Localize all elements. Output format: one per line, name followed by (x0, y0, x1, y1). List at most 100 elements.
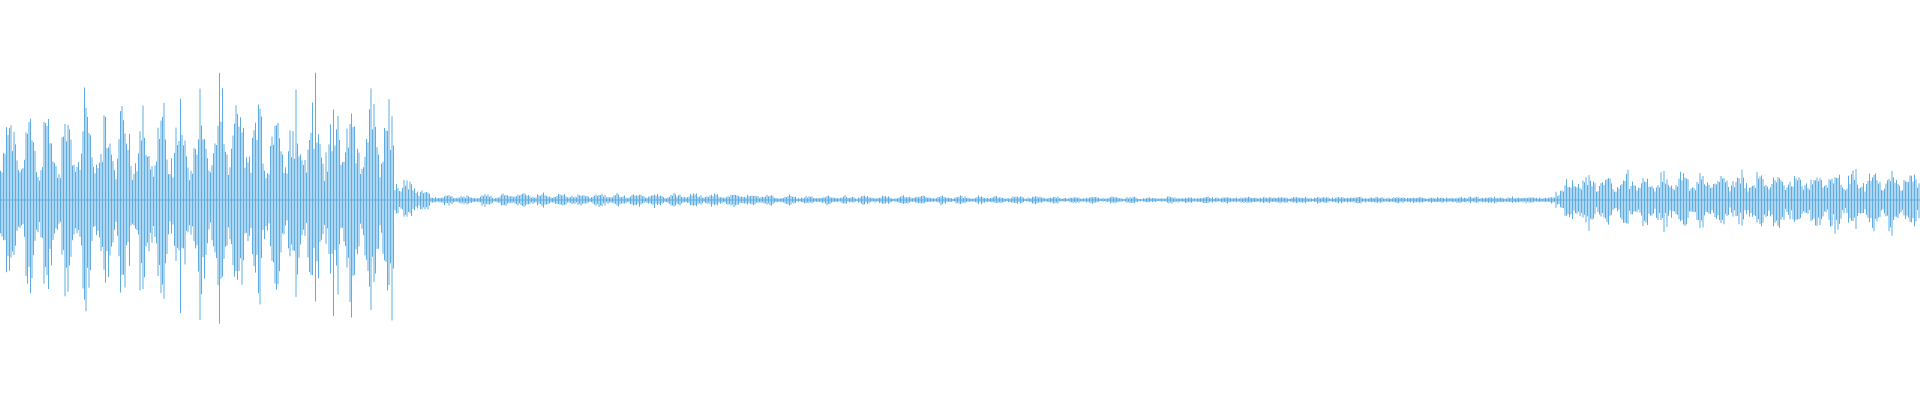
waveform-bar (1260, 197, 1261, 203)
waveform-bar (1536, 197, 1537, 202)
waveform-bar (1750, 187, 1752, 214)
waveform-bar (481, 195, 483, 206)
waveform-bar (892, 198, 894, 202)
waveform-bar (1134, 196, 1135, 204)
waveform-bar (490, 195, 492, 204)
waveform-bar (915, 197, 916, 203)
waveform-bar (1197, 198, 1198, 202)
waveform-bar (906, 197, 907, 203)
waveform-bar (1461, 197, 1462, 203)
waveform-bar (192, 173, 193, 227)
waveform-bar (1032, 196, 1033, 204)
waveform-bar (207, 158, 208, 244)
waveform-bar (874, 198, 876, 203)
waveform-bar (1357, 197, 1359, 204)
waveform-bar (366, 138, 367, 260)
waveform-bar (1053, 196, 1054, 204)
waveform-bar (1648, 186, 1650, 214)
waveform-bar (1326, 197, 1327, 203)
waveform-bar (1075, 197, 1077, 204)
waveform-bar (1099, 198, 1101, 202)
waveform-bar (1369, 197, 1371, 203)
waveform-bar (156, 161, 157, 244)
waveform-bar (529, 196, 531, 204)
waveform-bar (780, 198, 781, 202)
waveform-bar (1867, 180, 1869, 218)
waveform-bar (406, 180, 408, 217)
waveform-bar (1479, 198, 1480, 202)
waveform-bar (1413, 197, 1414, 203)
waveform-bar (475, 198, 477, 202)
waveform-bar (1807, 188, 1809, 214)
waveform-bar (1188, 197, 1189, 203)
waveform-bar (261, 116, 262, 258)
waveform-bar (385, 130, 387, 262)
waveform-bar (1872, 177, 1873, 228)
waveform-bar (1344, 198, 1345, 202)
waveform-bar (15, 144, 16, 246)
waveform-bar (1680, 171, 1681, 222)
waveform-bar (1179, 198, 1180, 202)
waveform-bar (1300, 197, 1302, 203)
waveform-bar (438, 198, 439, 202)
waveform-bar (1488, 197, 1489, 203)
waveform-bar (771, 195, 772, 206)
waveform-bar (1455, 198, 1456, 202)
waveform-bar (42, 167, 43, 238)
waveform-bar (303, 165, 304, 230)
waveform-bar (513, 197, 514, 203)
waveform-bar (1446, 197, 1447, 203)
waveform-bar (787, 196, 789, 205)
waveform-bar (190, 170, 192, 235)
waveform-bar (667, 197, 669, 203)
waveform-bar (1278, 197, 1279, 203)
waveform-bar (340, 164, 342, 229)
waveform-bar (474, 198, 475, 203)
waveform-bar (732, 195, 733, 205)
waveform-bar (1215, 197, 1216, 202)
waveform-bar (918, 197, 919, 204)
waveform-bar (649, 196, 651, 203)
waveform-bar (1000, 197, 1002, 204)
waveform-bar (793, 196, 795, 204)
waveform-bar (63, 136, 64, 251)
waveform-bar (951, 198, 952, 202)
waveform-bar (1837, 178, 1839, 230)
waveform-bar (1522, 197, 1524, 203)
waveform-bar (360, 174, 361, 224)
waveform-bar (1390, 198, 1392, 202)
waveform-bar (1816, 177, 1818, 226)
waveform-bar (1912, 181, 1914, 219)
waveform-bar (1512, 196, 1513, 203)
waveform-bar (292, 131, 294, 251)
waveform-bar (1570, 187, 1572, 215)
waveform-bar (393, 145, 394, 269)
waveform-bar (1434, 198, 1435, 202)
waveform-bar (1008, 198, 1009, 202)
waveform-bar (628, 197, 630, 203)
waveform-bar (1858, 188, 1860, 214)
waveform-bar (931, 198, 933, 202)
waveform-bar (1218, 198, 1219, 202)
waveform-bar (1657, 185, 1659, 220)
waveform-bar (1668, 184, 1669, 216)
waveform-bar (1542, 198, 1543, 202)
waveform-bar (1347, 197, 1348, 203)
waveform-bar (1906, 181, 1908, 216)
waveform-bar (57, 178, 58, 230)
waveform-bar (399, 191, 400, 207)
waveform-bars (0, 72, 1920, 324)
waveform-bar (819, 198, 820, 202)
waveform-bar (195, 148, 196, 249)
waveform-bar (1761, 175, 1762, 227)
waveform-bar (1398, 197, 1399, 204)
waveform-bar (603, 196, 604, 204)
waveform-bar (1098, 197, 1099, 202)
waveform-bar (234, 123, 235, 277)
waveform-bar (1087, 198, 1089, 202)
waveform-bar (264, 170, 265, 240)
waveform-bar (54, 163, 55, 234)
waveform-bar (1563, 191, 1564, 209)
waveform-bar (120, 111, 121, 293)
waveform-bar (1116, 197, 1117, 203)
